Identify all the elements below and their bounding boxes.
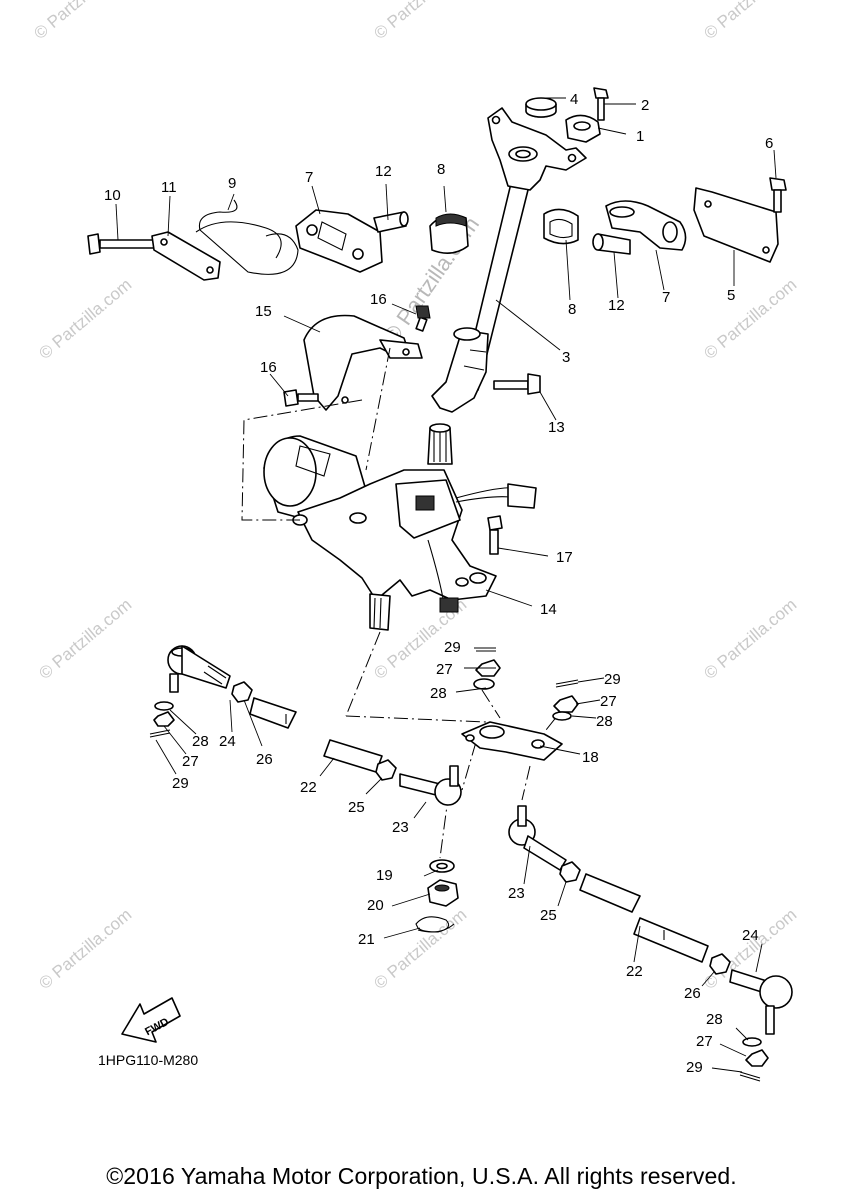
label-17: 17 [556,549,573,566]
label-29-left: 29 [172,775,189,792]
label-5: 5 [727,287,735,304]
nut-part-26-right [709,953,731,975]
label-19: 19 [376,867,393,884]
steering-column [431,107,587,413]
label-18: 18 [582,749,599,766]
bolt-part-2 [593,87,609,121]
label-15: 15 [255,303,272,320]
washers-part-28 [154,678,762,1047]
bolt-part-13 [493,373,541,395]
label-29-top: 29 [444,639,461,656]
label-7-right: 7 [662,289,670,306]
label-9: 9 [228,175,236,192]
bolt-part-6 [769,177,787,213]
collar-part-12-right [592,233,631,255]
label-6: 6 [765,135,773,152]
label-20: 20 [367,897,384,914]
bolt-part-10 [87,233,163,255]
label-24-right: 24 [742,927,759,944]
nut-part-20 [427,879,459,907]
nut-part-25-right [559,861,581,883]
label-8-right: 8 [568,301,576,318]
bushing-part-8-left [429,213,469,254]
watermark: © Partzilla.com [700,595,800,683]
label-8-left: 8 [437,161,445,178]
label-4: 4 [570,91,578,108]
label-16-upper: 16 [370,291,387,308]
clamp-part-1 [565,114,601,143]
label-28-bottom: 28 [706,1011,723,1028]
label-25-left: 25 [348,799,365,816]
tie-rod-part-22-right [579,873,709,963]
label-28-left: 28 [192,733,209,750]
watermark: © Partzilla.com [30,0,130,43]
label-22-right: 22 [626,963,643,980]
tie-rod-end-part-24-right [729,969,793,1035]
label-29-right: 29 [604,671,621,688]
forward-arrow-icon: FWD [121,997,181,1043]
diagram-code: 1HPG110-M280 [98,1052,199,1068]
collar-part-12-left [373,211,409,233]
part-labels: 1 2 3 4 5 6 7 7 8 8 9 10 11 12 12 13 14 … [104,91,773,1076]
label-14: 14 [540,601,557,618]
tie-rod-end-part-23-right [508,805,567,871]
cap-part-4 [525,97,557,118]
eps-unit-part-14 [263,423,537,631]
washer-part-19 [429,859,455,873]
label-27-top: 27 [436,661,453,678]
label-26-left: 26 [256,751,273,768]
clamp-part-7-left [295,209,383,273]
label-27-right: 27 [600,693,617,710]
leader-lines [115,97,777,1073]
label-21: 21 [358,931,375,948]
label-10: 10 [104,187,121,204]
clip-part-21 [415,916,455,933]
label-23-left: 23 [392,819,409,836]
watermark: © Partzilla.com [35,595,135,683]
bracket-part-5 [693,187,779,263]
label-27-left: 27 [182,753,199,770]
castle-nuts-part-27 [153,659,769,1067]
pitman-arm-part-18 [461,721,563,761]
label-1: 1 [636,128,644,145]
bolt-part-16-upper [415,305,431,332]
watermark: © Partzilla.com [35,905,135,993]
nut-part-26-left [231,681,253,703]
label-28-top: 28 [430,685,447,702]
label-3: 3 [562,349,570,366]
label-22-left: 22 [300,779,317,796]
label-16-lower: 16 [260,359,277,376]
watermark: © Partzilla.com [700,275,800,363]
watermark: © Partzilla.com [370,0,470,43]
label-25-right: 25 [540,907,557,924]
bushing-part-8-right [543,208,579,245]
label-27-bottom: 27 [696,1033,713,1050]
label-7-left: 7 [305,169,313,186]
clamp-part-7-right [605,200,687,251]
label-11: 11 [161,179,177,196]
label-26-right: 26 [684,985,701,1002]
label-13: 13 [548,419,565,436]
cotter-pins-part-29 [149,647,761,1082]
tie-rod-end-part-24-left [167,645,231,693]
clip-part-9 [195,199,299,275]
label-24-left: 24 [219,733,236,750]
watermark: © Partzilla.com [35,275,135,363]
label-29-bottom: 29 [686,1059,703,1076]
cover-part-15 [303,314,423,411]
label-12-right: 12 [608,297,625,314]
bolt-part-17 [487,515,503,555]
label-23-right: 23 [508,885,525,902]
copyright-notice: ©2016 Yamaha Motor Corporation, U.S.A. A… [106,1163,737,1189]
nut-part-25-left [375,759,397,781]
watermark: © Partzilla.com [370,905,470,993]
label-28-right: 28 [596,713,613,730]
label-2: 2 [641,97,649,114]
watermark: © Partzilla.com [700,0,800,43]
tie-rod-end-part-23-left [399,765,462,806]
bolt-part-16-lower [283,389,319,407]
label-12-left: 12 [375,163,392,180]
